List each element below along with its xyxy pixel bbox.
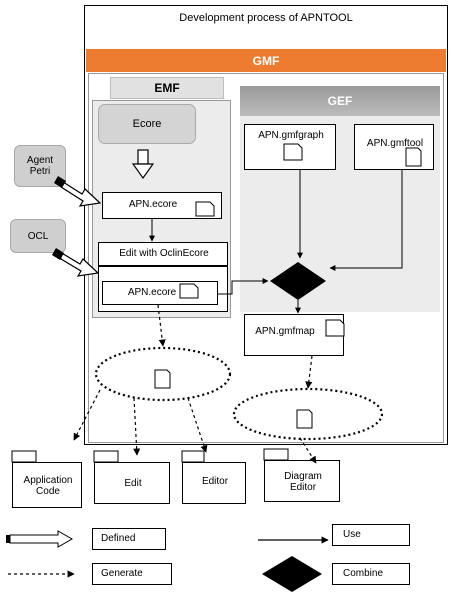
legend-use-label: Use [343,529,361,540]
application-code-folder: Application Code [12,462,82,508]
legend-combine-box: Combine [332,563,410,585]
legend-defined-arrow [6,530,74,548]
ocl-node: OCL [10,219,66,253]
ecore-node: Ecore [98,104,196,144]
apn-ecore-box-1: APN.ecore [102,192,222,219]
diagram-editor-folder: Diagram Editor [264,460,340,502]
legend-use-box: Use [332,524,410,546]
editor-folder: Editor [182,462,246,504]
edit-label: Edit [124,478,142,489]
agent-petri-label: Agent Petri [26,155,54,177]
apn-gmfmap-label: APN.gmfmap [255,326,315,337]
legend-combine-diamond [262,556,322,592]
apn-genmodel-label: APN.genmodel [131,356,199,367]
edit-ocl-label: Edit with OclinEcore [119,248,209,259]
gmf-label: GMF [252,53,280,68]
legend-generate-label: Generate [101,568,143,579]
ocl-label: OCL [27,230,49,242]
apn-gmfgraph-label: APN.gmfgraph [258,130,324,141]
emf-header: EMF [110,77,224,99]
gef-header: GEF [240,86,440,116]
agent-petri-node: Agent Petri [14,145,66,187]
legend-combine-label: Combine [343,568,384,579]
folder-tab-icon [11,448,289,463]
edit-folder: Edit [94,462,170,504]
apn-gmfmap-box: APN.gmfmap [244,314,344,356]
gef-label: GEF [327,94,353,108]
apn-gmftool-label: APN.gmftool [366,138,424,149]
ecore-label: Ecore [132,118,162,130]
edit-ocl-box: Edit with OclinEcore [98,242,228,266]
gmf-header: GMF [86,49,446,72]
application-code-label: Application Code [23,475,73,497]
apn-ecore-label-1: APN.ecore [128,199,178,210]
apn-gmfgraph-box: APN.gmfgraph [244,124,336,170]
apn-gmftool-box: APN.gmftool [354,124,434,170]
apn-ecore-label-2: APN.ecore [127,287,177,298]
editor-label: Editor [201,476,229,487]
diagram-title: Development process of APNTOOL [179,12,353,24]
apn-ecore-box-2: APN.ecore [102,281,218,305]
diagram-editor-label: Diagram Editor [284,471,322,493]
legend-defined-label: Defined [101,533,136,544]
emf-label: EMF [154,81,180,95]
legend-defined-box: Defined [92,528,166,550]
apn-gmfgen-label: APN.gmfgen [276,396,334,407]
legend-generate-box: Generate [92,563,172,585]
